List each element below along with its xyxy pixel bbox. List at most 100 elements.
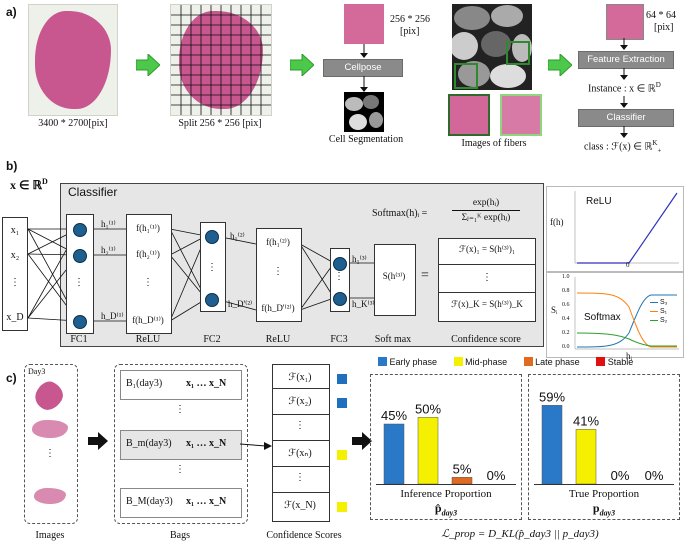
score-divider bbox=[272, 388, 330, 389]
score-item: ℱ(x₁) bbox=[288, 372, 312, 383]
green-arrow-icon bbox=[290, 54, 314, 76]
score-item: ⋮ bbox=[295, 420, 305, 431]
inference-chart bbox=[370, 374, 522, 520]
tissue-image bbox=[30, 377, 70, 415]
segmentation-image bbox=[344, 92, 384, 132]
layer-label: ReLU bbox=[265, 334, 291, 345]
h1-label: h₁⁽¹⁾ bbox=[101, 219, 116, 229]
conf-line: ℱ(x)_K = S(h⁽³⁾)_K bbox=[451, 299, 523, 309]
images-caption: Images bbox=[35, 530, 65, 541]
bar-value-label: 5% bbox=[453, 461, 472, 476]
layer-label: FC2 bbox=[203, 334, 221, 345]
legend-label: Early phase bbox=[389, 357, 438, 367]
bag-x: x₁ … x_N bbox=[186, 438, 227, 449]
legend-swatch bbox=[523, 357, 533, 366]
bar-value-label: 41% bbox=[573, 413, 599, 428]
conf-line: ⋮ bbox=[482, 272, 492, 283]
bag-box bbox=[120, 370, 242, 400]
bag-x: x₁ … x_N bbox=[186, 496, 227, 507]
true-bars: 59%41%0%0% bbox=[539, 389, 664, 484]
fiber-crop-1 bbox=[448, 94, 490, 136]
bags-caption: Bags bbox=[170, 530, 190, 541]
inference-baseline bbox=[376, 484, 516, 485]
bar-mid-phase bbox=[575, 429, 597, 484]
score-color-swatch bbox=[337, 374, 347, 384]
instance-label: Instance : x ∈ ℝD bbox=[588, 81, 661, 95]
bag-name: B_m(day3) bbox=[126, 438, 172, 449]
relu2-layer bbox=[256, 228, 302, 322]
bag-box-highlight bbox=[120, 430, 242, 460]
arrow-icon bbox=[360, 44, 368, 58]
bag-x: x₁ … x_N bbox=[186, 378, 227, 389]
patch-size: 256 * 256 bbox=[390, 14, 430, 25]
legend-label: Mid-phase bbox=[465, 357, 508, 367]
bag-box bbox=[120, 488, 242, 518]
softmax-den: Σⱼ₌₁ᴷ exp(hⱼ) bbox=[461, 213, 511, 223]
scores-table bbox=[272, 364, 330, 522]
legend-row: Early phase Mid-phase Late phase Stable bbox=[378, 357, 633, 368]
feature-extraction-box: Feature Extraction bbox=[578, 51, 674, 69]
bag-name: B₁(day3) bbox=[126, 378, 163, 389]
relu1-layer bbox=[126, 214, 172, 334]
legend-label: Late phase bbox=[535, 357, 580, 367]
softmax-ytick: 0.0 bbox=[562, 344, 570, 350]
fibers-caption: Images of fibers bbox=[461, 138, 527, 149]
fc3-node bbox=[333, 257, 347, 271]
split-grid-image bbox=[170, 4, 272, 116]
inference-title: Inference Proportion bbox=[400, 488, 492, 500]
bar-value-label: 45% bbox=[381, 408, 407, 423]
fc1-node bbox=[73, 223, 87, 237]
cellpose-box: Cellpose bbox=[323, 59, 403, 77]
x-node: ⋮ bbox=[10, 277, 20, 288]
panel-a-label: a) bbox=[6, 5, 17, 19]
arrow-icon bbox=[360, 76, 368, 92]
score-item: ℱ(x₂) bbox=[288, 396, 312, 407]
split-caption: Split 256 * 256 [pix] bbox=[178, 118, 262, 129]
legend-swatch bbox=[596, 357, 606, 366]
h1-label: h_D⁽¹⁾ bbox=[101, 311, 124, 321]
patch-image bbox=[344, 4, 384, 44]
h2-label: h₁⁽²⁾ bbox=[230, 231, 245, 241]
bar-mid-phase bbox=[417, 417, 439, 484]
softmax-num: exp(hᵢ) bbox=[472, 198, 500, 208]
score-item: ℱ(xₙ) bbox=[288, 448, 312, 459]
h2-label: h_D'⁽²⁾ bbox=[228, 299, 253, 309]
green-arrow-icon bbox=[548, 54, 572, 76]
relu-plot bbox=[546, 186, 684, 272]
score-divider bbox=[272, 492, 330, 493]
conf-divider bbox=[438, 292, 536, 293]
black-arrow-icon bbox=[88, 432, 108, 450]
legend-label: Stable bbox=[607, 357, 634, 367]
softmax-legend: S₃ S₁ S₂ bbox=[650, 298, 667, 325]
panel-b-label: b) bbox=[6, 159, 18, 173]
fc3-ellipsis: ⋮ bbox=[334, 271, 344, 282]
arrow-icon bbox=[620, 96, 628, 108]
input-vector bbox=[2, 217, 28, 331]
score-color-swatch bbox=[337, 450, 347, 460]
softmax-xlabel: hᵢ bbox=[626, 351, 632, 361]
relu-ylabel: f(h) bbox=[550, 217, 564, 227]
softmax-ytick: 0.2 bbox=[562, 330, 570, 336]
softmax-ylabel: Sᵢ bbox=[551, 305, 558, 315]
softmax-fraction-line bbox=[452, 210, 520, 211]
class-label: class : ℱ(x) ∈ ℝK+ bbox=[584, 139, 662, 155]
f1-label: f(h₂⁽¹⁾) bbox=[136, 249, 160, 259]
relu-title: ReLU bbox=[586, 196, 612, 207]
bar-early-phase bbox=[383, 423, 405, 484]
kl-loss: ℒ_prop = D_KL(p̂_day3 || p_day3) bbox=[441, 528, 599, 540]
fc2-node bbox=[205, 293, 219, 307]
score-divider bbox=[272, 440, 330, 441]
fiber-input-image bbox=[606, 4, 644, 40]
classifier-box-a: Classifier bbox=[578, 109, 674, 127]
inference-bars: 45%50%5%0% bbox=[381, 401, 506, 484]
patch-unit: [pix] bbox=[400, 26, 420, 37]
day-label: Day3 bbox=[28, 367, 46, 376]
f1-label: f(h₁⁽¹⁾) bbox=[136, 223, 160, 233]
arrow-icon bbox=[620, 68, 628, 80]
panel-c-label: c) bbox=[6, 371, 17, 385]
fiber-size: 64 * 64 bbox=[646, 10, 676, 21]
score-color-swatch bbox=[337, 502, 347, 512]
score-item: ℱ(x_N) bbox=[284, 500, 316, 511]
f2-label: ⋮ bbox=[273, 266, 283, 277]
confidence-box bbox=[438, 238, 536, 322]
